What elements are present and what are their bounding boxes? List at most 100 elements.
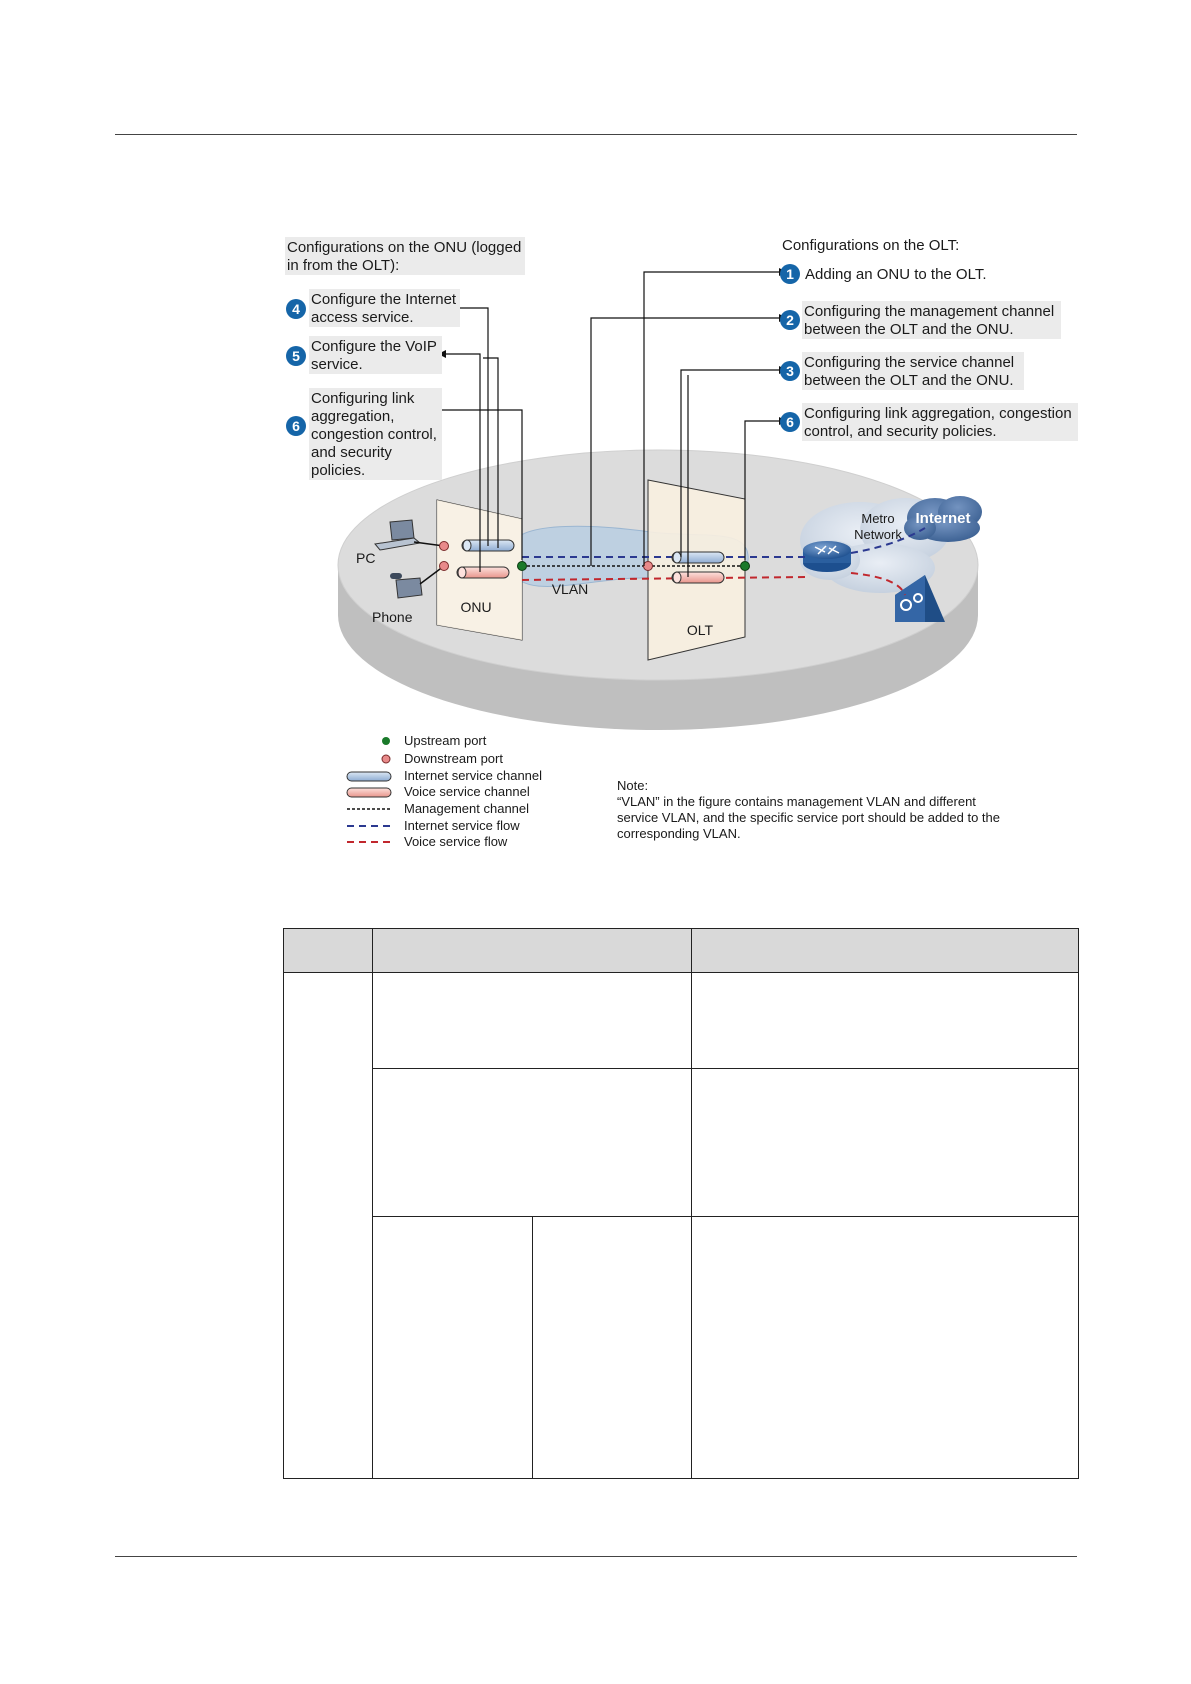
internet-label: Internet [915,510,970,527]
svg-text:service VLAN, and the specific: service VLAN, and the specific service p… [617,810,1000,825]
metro-network-label-1: Metro [861,511,894,526]
internet-cloud-icon [904,496,982,542]
svg-text:and security: and security [311,444,392,461]
voice-service-flow [521,572,906,596]
table-header-cell [691,928,1079,973]
phone-label: Phone [372,609,413,625]
step-badge-icon [780,412,800,432]
step-badge-icon [780,264,800,284]
svg-text:Note:: Note: [617,778,648,793]
olt-panel [647,479,746,661]
svg-text:aggregation,: aggregation, [311,408,394,425]
router-icon [803,541,851,572]
legend-voice-flow-label: Voice service flow [404,834,508,849]
legend-internet-pipe-label: Internet service channel [404,768,542,783]
svg-text:6: 6 [292,418,300,434]
svg-text:corresponding VLAN.: corresponding VLAN. [617,826,741,841]
table-cell [371,1216,533,1479]
svg-text:6: 6 [786,414,794,430]
pc-icon [374,519,422,551]
olt-voice-pipe [671,571,725,584]
step-badge-icon [286,299,306,319]
legend: Upstream port Downstream port Internet s… [346,733,542,849]
svg-text:Configuring the service channe: Configuring the service channel [804,354,1014,371]
table-cell [691,1216,1079,1479]
onu-downstream-port-2 [439,561,449,571]
onu-step-6: 6 Configuring link aggregation, congesti… [286,388,442,480]
svg-text:Configuring the management cha: Configuring the management channel [804,303,1054,320]
svg-text:between the OLT and the ONU.: between the OLT and the ONU. [804,372,1014,389]
svg-text:congestion control,: congestion control, [311,426,437,443]
phone-icon [390,573,423,599]
callout-lines [442,271,779,577]
svg-text:Configure the Internet: Configure the Internet [311,291,457,308]
olt-header: Configurations on the OLT: [782,237,959,254]
legend-downstream-port-swatch [381,754,391,764]
table-cell [691,972,1079,1069]
svg-text:between the OLT and the ONU.: between the OLT and the ONU. [804,321,1014,338]
legend-voice-pipe-swatch [346,787,392,798]
step-badge-icon [286,346,306,366]
table-row [283,972,1079,1479]
legend-internet-flow-label: Internet service flow [404,818,520,833]
olt-step-1: 1 Adding an ONU to the OLT. [780,264,987,284]
onu-step-4: 4 Configure the Internet access service. [286,289,460,327]
olt-upstream-port [740,561,750,571]
svg-text:1: 1 [786,266,794,282]
onu-header-line-1: Configurations on the ONU (logged [287,239,521,256]
svg-text:2: 2 [786,312,794,328]
table-row [284,1068,1079,1217]
svg-text:Configuring link aggregation,: Configuring link aggregation, congestion [804,405,1072,422]
pc-link [413,541,445,547]
pc-label: PC [356,550,375,566]
header-rule [115,134,1077,135]
legend-mgmt-label: Management channel [404,801,529,816]
legend-upstream-port-swatch [382,737,390,745]
server-gear-icon [895,575,945,622]
footer-rule [115,1556,1077,1557]
olt-step-2: 2 Configuring the management channel bet… [780,301,1061,339]
step-badge-icon [780,361,800,381]
network-diagram: Internet Metro Network ONU OLT VLAN [285,237,1078,849]
olt-internet-pipe [671,551,725,564]
diagram-note: Note: “VLAN” in the figure contains mana… [617,778,1000,841]
onu-upstream-port [517,561,527,571]
svg-text:Configuring link: Configuring link [311,390,415,407]
svg-text:5: 5 [292,348,300,364]
table-cell [371,972,693,1069]
svg-text:3: 3 [786,363,794,379]
table-cell [531,1216,693,1479]
olt-step-6: 6 Configuring link aggregation, congesti… [780,403,1078,441]
onu-label: ONU [460,599,491,615]
table-header-cell [283,928,373,973]
olt-downstream-port [643,561,653,571]
table-row [284,1216,1079,1479]
onu-downstream-port [439,541,449,551]
onu-header-box [285,237,525,275]
legend-upstream-port-label: Upstream port [404,733,487,748]
legend-downstream-port-label: Downstream port [404,751,503,766]
internet-service-flow [522,527,926,558]
svg-text:4: 4 [292,301,300,317]
svg-text:Adding an ONU to the OLT.: Adding an ONU to the OLT. [805,266,987,283]
svg-text:policies.: policies. [311,462,365,479]
table-header-row [283,928,1079,973]
olt-step-3: 3 Configuring the service channel betwee… [780,352,1024,390]
legend-internet-pipe-swatch [346,771,392,782]
step-badge-icon [780,310,800,330]
table-cell [283,972,373,1479]
olt-label: OLT [687,622,714,638]
svg-text:service.: service. [311,356,363,373]
svg-text:control, and security policies: control, and security policies. [804,423,997,440]
onu-voice-pipe [456,566,510,579]
config-table [283,928,1079,1479]
step-badge-icon [286,416,306,436]
svg-text:“VLAN” in the figure contains: “VLAN” in the figure contains management… [617,794,976,809]
legend-voice-pipe-label: Voice service channel [404,784,530,799]
table-cell [371,1068,693,1217]
table-cell [691,1068,1079,1217]
vlan-label: VLAN [552,581,589,597]
metro-network-label-2: Network [854,527,902,542]
svg-text:Configure the VoIP: Configure the VoIP [311,338,437,355]
table-header-cell [371,928,693,973]
